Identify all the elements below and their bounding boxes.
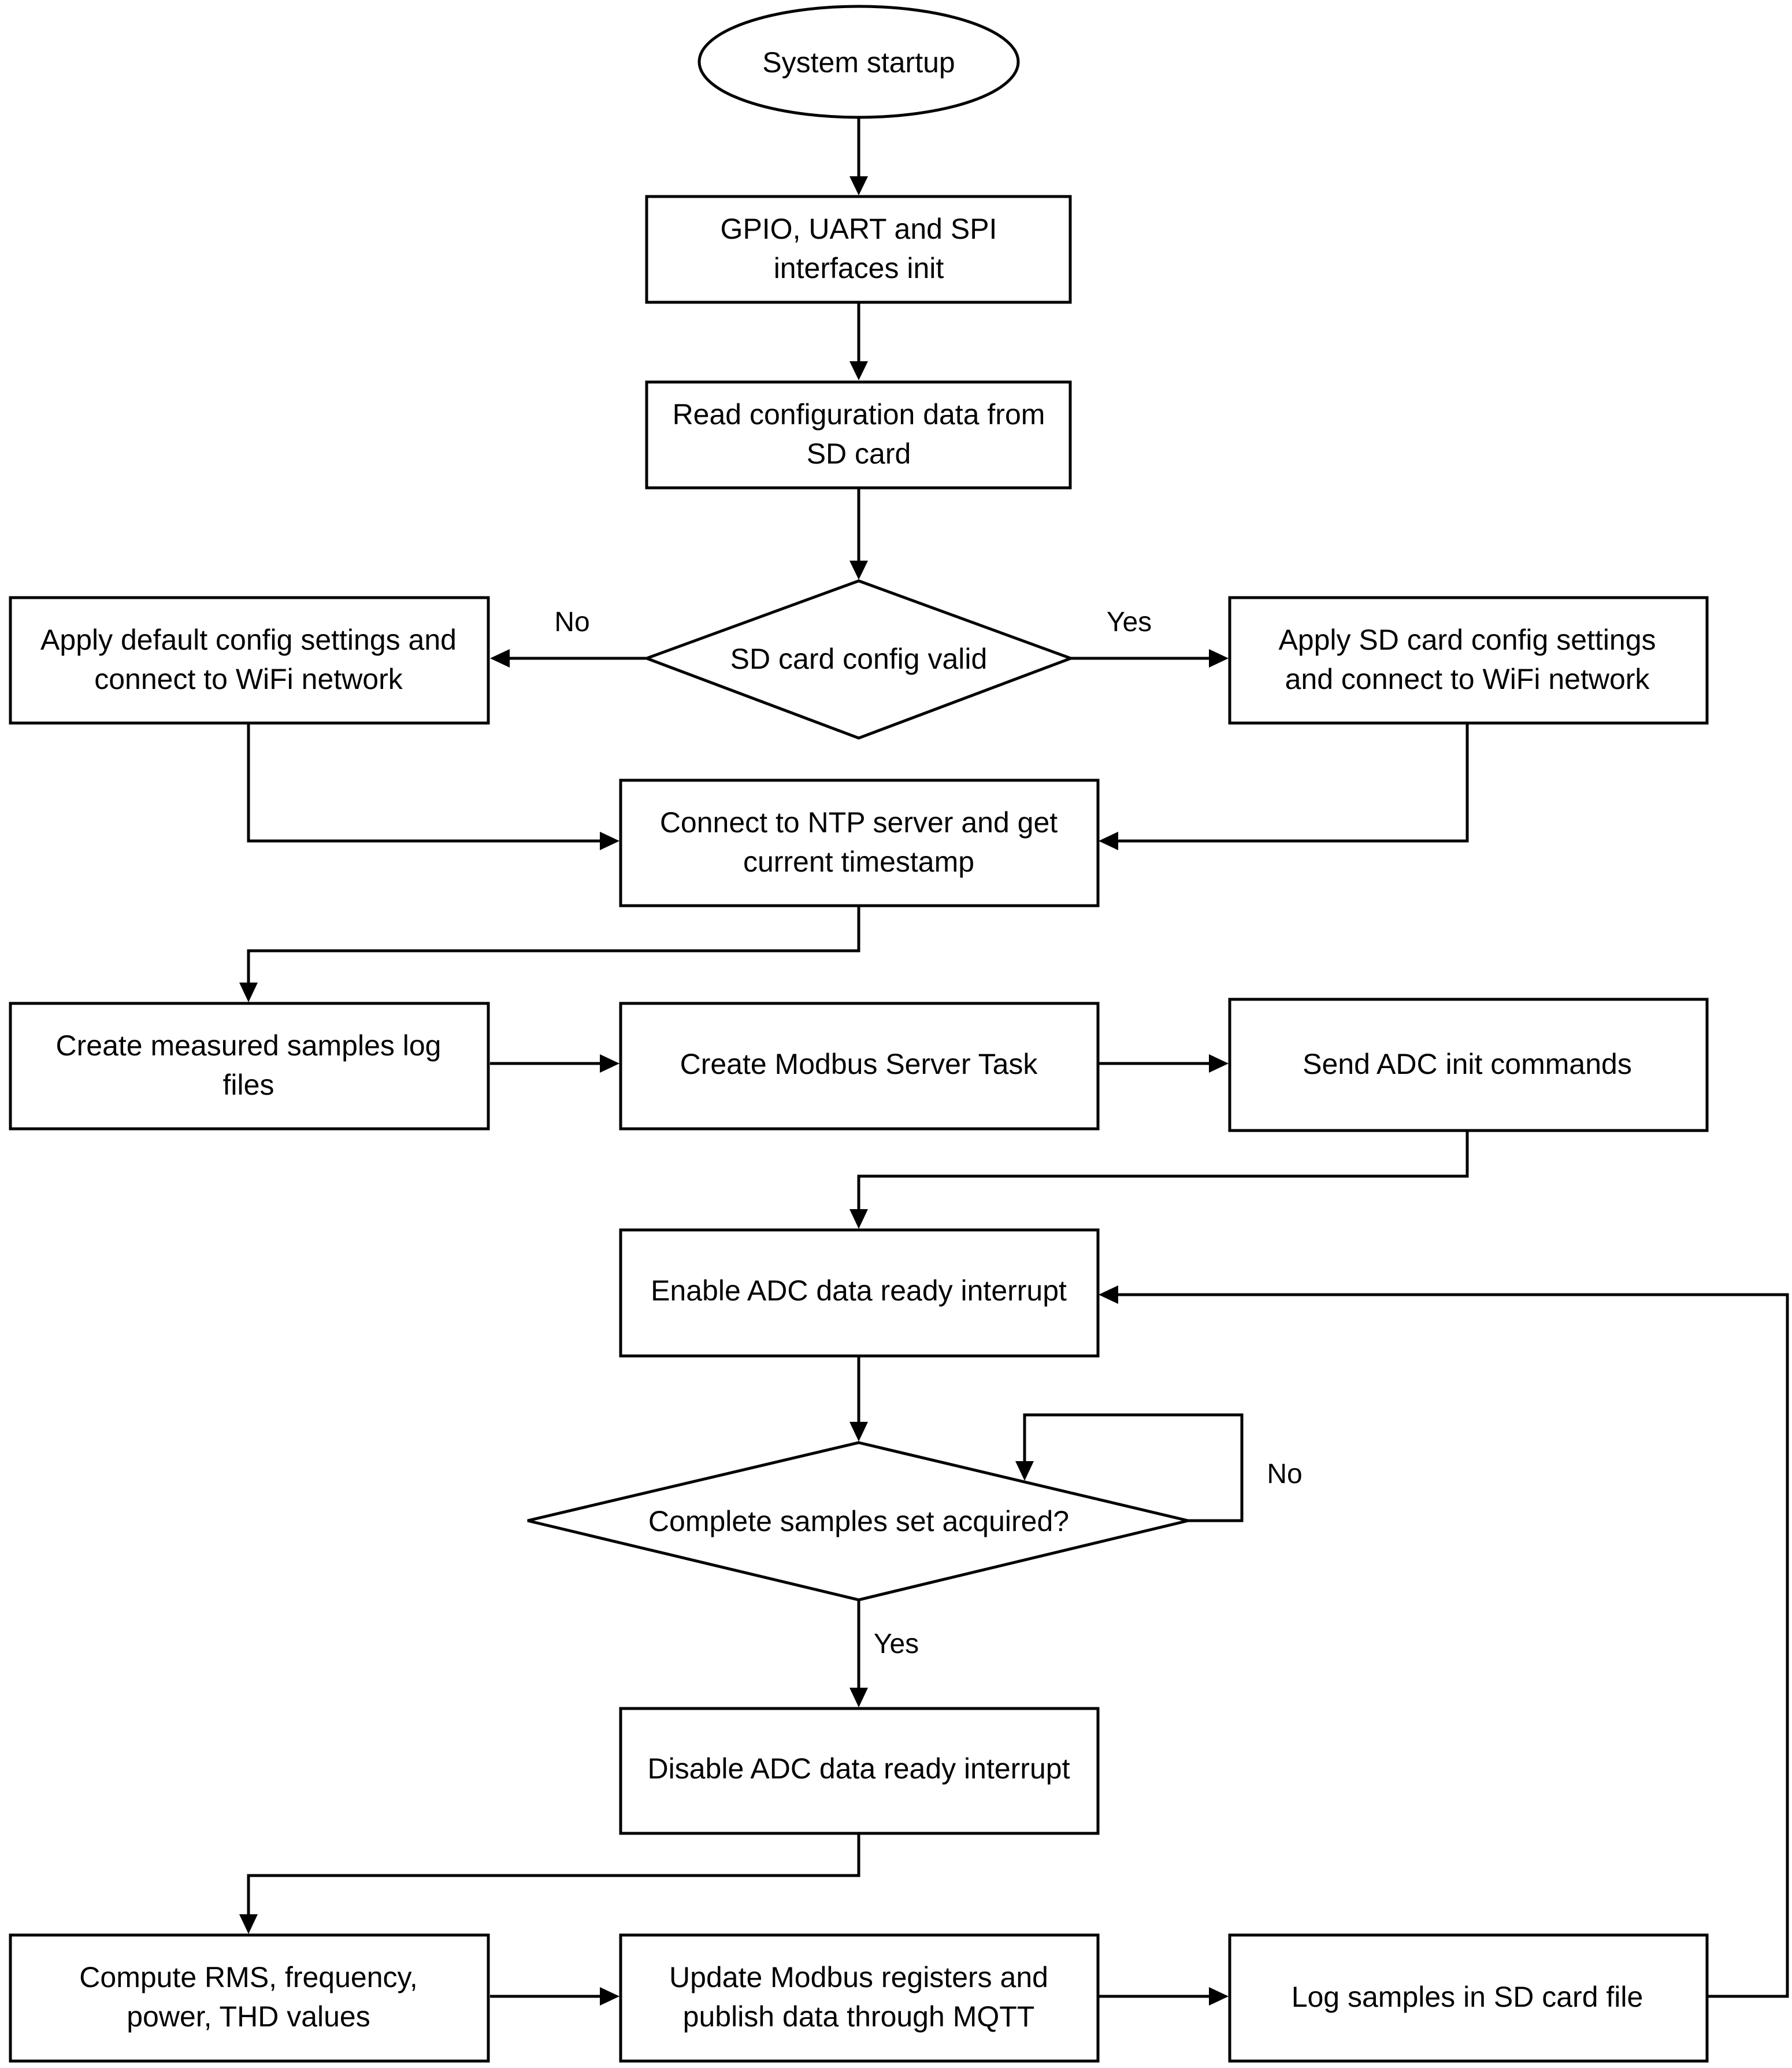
read-config-label-line1: Read configuration data from [673, 398, 1045, 431]
apply-default-label-line2: connect to WiFi network [94, 663, 403, 695]
ntp-label-line1: Connect to NTP server and get [660, 806, 1058, 839]
update-modbus-process: Update Modbus registers and publish data… [619, 1933, 1100, 2063]
arrowhead [1099, 832, 1118, 850]
compute-label-line1: Compute RMS, frequency, [79, 1961, 417, 1993]
config-valid-decision: SD card config valid [642, 579, 1075, 740]
ntp-label-line2: current timestamp [743, 846, 974, 878]
arrowhead [849, 1422, 868, 1441]
log-samples-label: Log samples in SD card file [1292, 1981, 1643, 2013]
arrowhead [849, 1688, 868, 1707]
arrowhead [600, 832, 619, 850]
samples-no-label: No [1267, 1459, 1302, 1489]
edge-labels: No Yes No Yes [554, 607, 1302, 1659]
enable-irq-process: Enable ADC data ready interrupt [619, 1228, 1100, 1358]
edge-apply-default-to-ntp [247, 723, 600, 843]
samples-yes-label: Yes [874, 1629, 919, 1659]
arrowhead [490, 649, 510, 668]
read-config-label-line2: SD card [807, 438, 911, 470]
ntp-process: Connect to NTP server and get current ti… [619, 779, 1100, 907]
start-terminal: System startup [697, 5, 1020, 119]
create-logs-label-line1: Create measured samples log [56, 1029, 441, 1062]
edge-log-samples-to-enable-irq [1118, 1293, 1789, 1998]
arrowhead [1015, 1461, 1034, 1481]
enable-irq-label: Enable ADC data ready interrupt [651, 1274, 1067, 1307]
apply-default-label-line1: Apply default config settings and [40, 624, 457, 656]
arrowhead [849, 176, 868, 195]
compute-process: Compute RMS, frequency, power, THD value… [9, 1933, 490, 2063]
update-modbus-label-line2: publish data through MQTT [683, 2000, 1035, 2033]
disable-irq-label: Disable ADC data ready interrupt [648, 1752, 1070, 1785]
config-no-label: No [554, 607, 589, 638]
nodes: System startup GPIO, UART and SPI interf… [9, 5, 1709, 2063]
arrowhead [849, 1209, 868, 1229]
apply-sd-process: Apply SD card config settings and connec… [1228, 596, 1709, 725]
arrowhead [600, 1987, 619, 2006]
config-yes-label: Yes [1107, 607, 1152, 638]
config-valid-label: SD card config valid [730, 643, 988, 675]
arrowhead [239, 983, 258, 1002]
log-samples-process: Log samples in SD card file [1228, 1933, 1709, 2063]
apply-sd-label-line1: Apply SD card config settings [1278, 624, 1656, 656]
adc-init-process: Send ADC init commands [1228, 998, 1709, 1132]
init-label-line2: interfaces init [774, 252, 944, 284]
edges [239, 117, 1789, 2006]
compute-label-line2: power, THD values [127, 2000, 370, 2033]
read-config-process: Read configuration data from SD card [645, 380, 1072, 490]
disable-irq-process: Disable ADC data ready interrupt [619, 1707, 1100, 1835]
edge-samples-no-loop [1023, 1413, 1244, 1522]
arrowhead [849, 361, 868, 380]
apply-sd-label-line2: and connect to WiFi network [1285, 663, 1650, 695]
arrowhead [849, 561, 868, 580]
edge-ntp-to-create-logs [247, 906, 860, 983]
init-label-line1: GPIO, UART and SPI [721, 213, 997, 245]
samples-acquired-decision: Complete samples set acquired? [527, 1441, 1189, 1602]
edge-apply-sd-to-ntp [1118, 723, 1469, 843]
create-logs-label-line2: files [223, 1069, 274, 1101]
create-logs-process: Create measured samples log files [9, 1002, 490, 1131]
arrowhead [1209, 1987, 1229, 2006]
adc-init-label: Send ADC init commands [1303, 1048, 1632, 1080]
apply-default-process: Apply default config settings and connec… [9, 596, 490, 725]
arrowhead [239, 1914, 258, 1934]
start-label: System startup [762, 46, 955, 79]
init-process: GPIO, UART and SPI interfaces init [645, 195, 1072, 304]
arrowhead [1209, 649, 1229, 668]
edge-adc-init-to-enable-irq [857, 1131, 1469, 1209]
edge-disable-irq-to-compute [247, 1833, 860, 1914]
samples-acquired-label: Complete samples set acquired? [648, 1505, 1069, 1537]
arrowhead [600, 1054, 619, 1073]
modbus-task-process: Create Modbus Server Task [619, 1002, 1100, 1131]
arrowhead [1209, 1054, 1229, 1073]
arrowhead [1099, 1285, 1118, 1304]
update-modbus-label-line1: Update Modbus registers and [669, 1961, 1048, 1993]
modbus-task-label: Create Modbus Server Task [680, 1048, 1038, 1080]
